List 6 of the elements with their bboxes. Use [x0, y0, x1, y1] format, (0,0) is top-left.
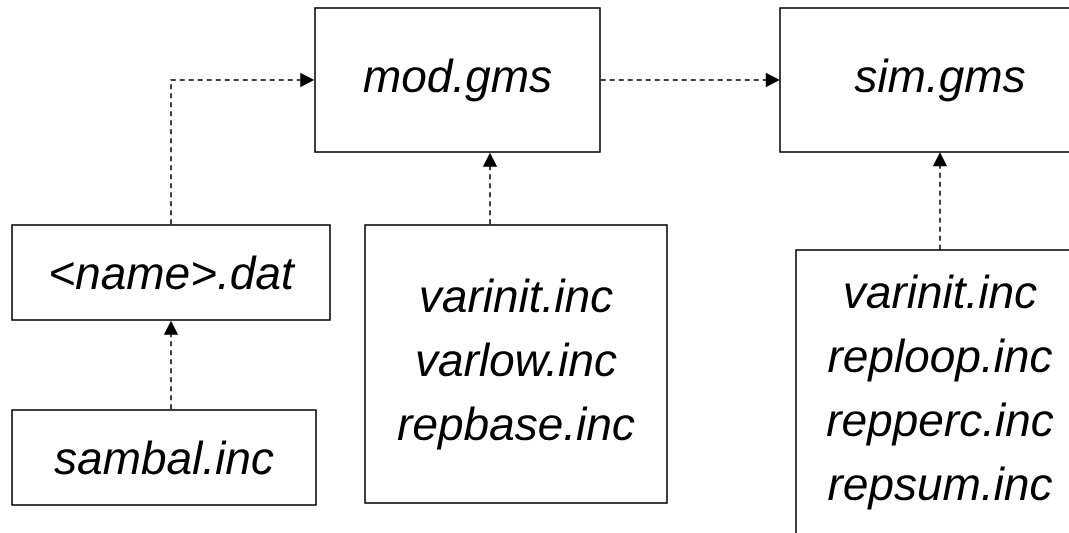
file-box: varinit.inc reploop.inc repperc.inc repsum.inc	[795, 249, 1069, 533]
file-box: sambal.inc	[11, 409, 317, 506]
file-box: mod.gms	[314, 7, 601, 153]
file-box: sim.gms	[779, 7, 1069, 153]
file-box: <name>.dat	[11, 224, 331, 321]
file-box: varinit.inc varlow.inc repbase.inc	[364, 224, 668, 504]
